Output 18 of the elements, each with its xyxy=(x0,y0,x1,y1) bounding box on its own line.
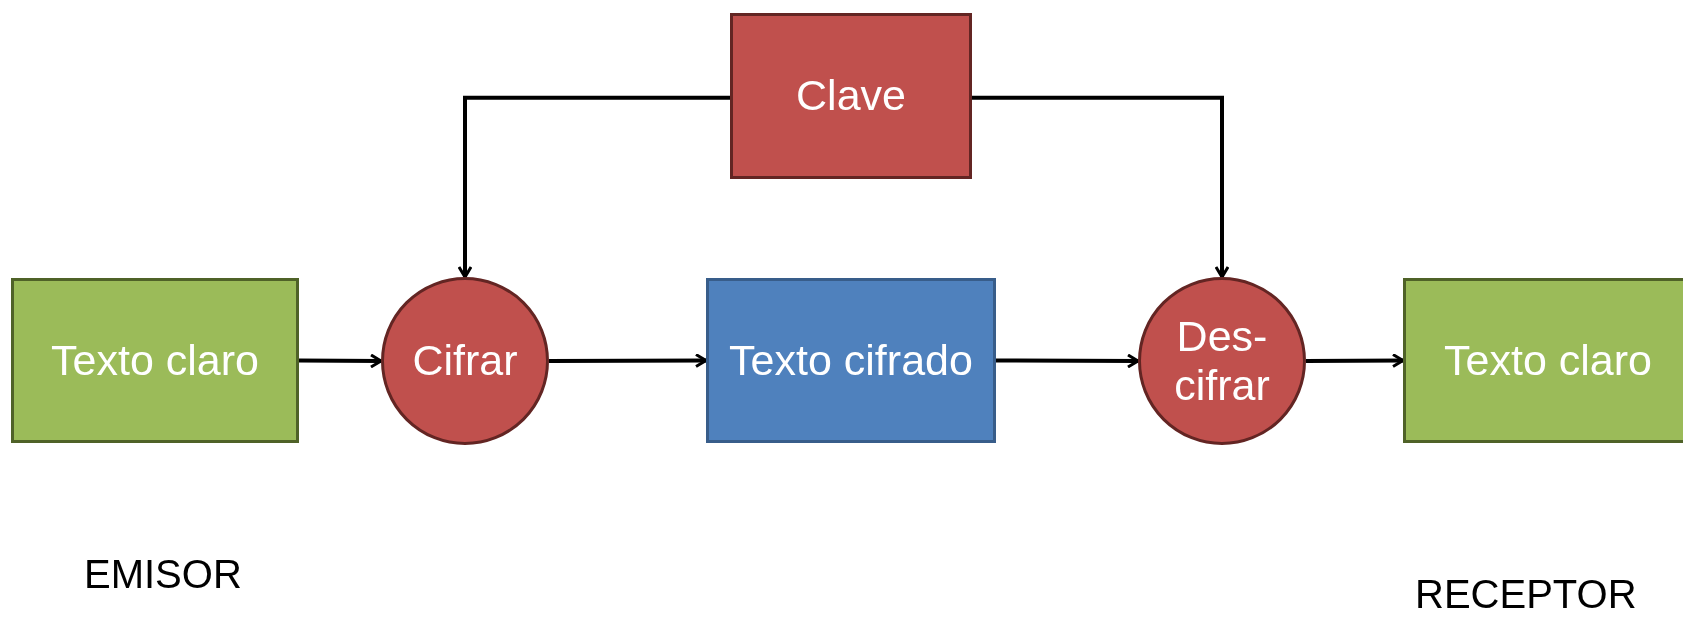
arrow xyxy=(996,353,1140,369)
plaintext-box xyxy=(11,278,299,443)
arrow xyxy=(549,353,708,369)
arrow xyxy=(299,353,383,369)
arrow xyxy=(972,95,1230,279)
ciphertext-box xyxy=(706,278,996,443)
node-label: Clave xyxy=(796,71,906,121)
arrow xyxy=(457,95,730,279)
node-label: Texto claro xyxy=(51,335,259,386)
node-label: Texto claro xyxy=(1444,335,1652,386)
node-label: Des- cifrar xyxy=(1173,311,1271,411)
node-label: Cifrar xyxy=(412,336,518,386)
key-box xyxy=(730,13,972,179)
role-label: RECEPTOR xyxy=(1415,572,1637,617)
plaintext-box xyxy=(1403,278,1683,443)
node-label: Texto cifrado xyxy=(729,335,973,386)
arrow xyxy=(1306,353,1405,369)
role-label: EMISOR xyxy=(84,552,242,597)
